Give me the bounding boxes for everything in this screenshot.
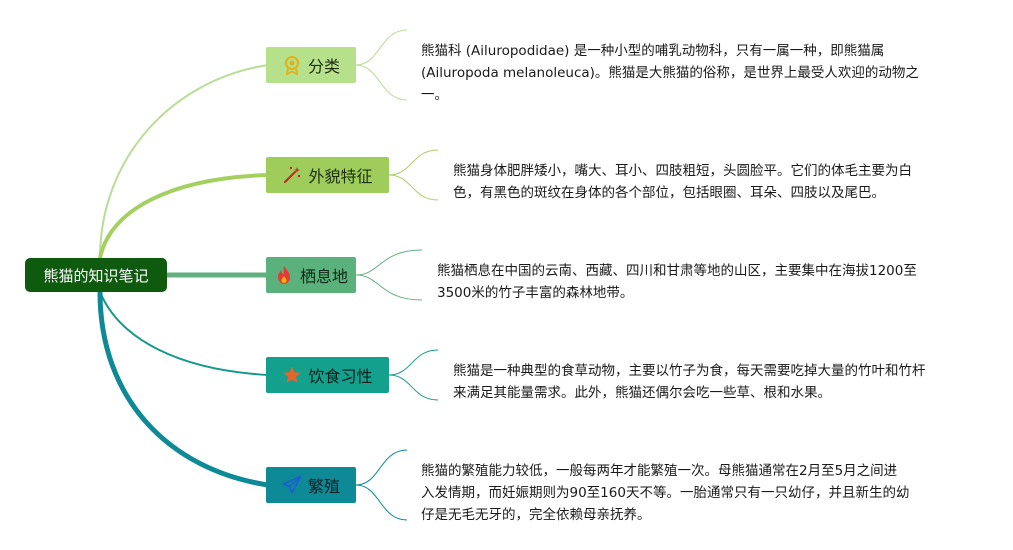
description-appearance: 熊猫身体肥胖矮小，嘴大、耳小、四肢粗短，头圆脸平。它们的体毛主要为白 色，有黑色… [453,160,953,204]
description-line: 熊猫身体肥胖矮小，嘴大、耳小、四肢粗短，头圆脸平。它们的体毛主要为白 [453,163,912,179]
connector-root-reproduction [97,291,269,488]
connector-reproduction-desc [355,449,408,521]
award-ribbon-icon [282,55,302,75]
description-line: 入发情期，而妊娠期则为90至160天不等。一胎通常只有一只幼仔，并且新生的幼 [421,485,910,501]
topic-label-habitat: 栖息地 [299,267,348,286]
description-classification: 熊猫科 (Ailuropodidae) 是一种小型的哺乳动物科，只有一属一种，即… [421,40,921,106]
connector-diet-desc [388,349,439,401]
topic-classification[interactable]: 分类 [266,47,356,83]
topic-diet[interactable]: 饮食习性 [266,357,389,393]
topic-reproduction[interactable]: 繁殖 [266,467,356,503]
description-line: 色，有黑色的斑纹在身体的各个部位，包括眼圈、耳朵、四肢以及尾巴。 [453,185,885,201]
description-line: 熊猫的繁殖能力较低，一般每两年才能繁殖一次。母熊猫通常在2月至5月之间进 [421,463,898,479]
connector-classification-desc [355,29,408,101]
description-habitat: 熊猫栖息在中国的云南、西藏、四川和甘肃等地的山区，主要集中在海拔1200至 35… [437,260,957,304]
topic-appearance[interactable]: 外貌特征 [266,157,389,193]
connector-appearance-desc [388,149,439,201]
description-line: 一。 [421,87,448,103]
description-diet: 熊猫是一种典型的食草动物，主要以竹子为食，每天需要吃掉大量的竹叶和竹杆 来满足其… [453,360,973,404]
connector-root-classification [99,64,269,259]
topic-label-reproduction: 繁殖 [307,477,340,496]
description-line: 熊猫栖息在中国的云南、西藏、四川和甘肃等地的山区，主要集中在海拔1200至 [437,263,917,279]
description-line: 仔是无毛无牙的，完全依赖母亲抚养。 [421,507,651,523]
description-line: 熊猫是一种典型的食草动物，主要以竹子为食，每天需要吃掉大量的竹叶和竹杆 [453,363,926,379]
root-node[interactable]: 熊猫的知识笔记 [25,258,167,292]
connector-root-diet [99,291,269,376]
flame-icon [274,265,294,285]
description-line: (Ailuropoda melanoleuca)。熊猫是大熊猫的俗称，是世界上最… [421,65,919,81]
description-line: 3500米的竹子丰富的森林地带。 [437,285,634,301]
connector-habitat-desc [355,249,423,301]
topic-label-appearance: 外貌特征 [308,167,373,186]
magic-wand-icon [282,165,302,185]
description-reproduction: 熊猫的繁殖能力较低，一般每两年才能繁殖一次。母熊猫通常在2月至5月之间进 入发情… [421,460,931,526]
topic-habitat[interactable]: 栖息地 [266,257,356,293]
star-icon [282,365,302,385]
root-label: 熊猫的知识笔记 [43,266,149,285]
connector-root-appearance [98,173,269,259]
description-line: 来满足其能量需求。此外，熊猫还偶尔会吃一些草、根和水果。 [453,385,831,401]
topic-label-diet: 饮食习性 [308,367,373,386]
topic-label-classification: 分类 [307,57,340,76]
paper-plane-icon [282,475,302,495]
description-line: 熊猫科 (Ailuropodidae) 是一种小型的哺乳动物科，只有一属一种，即… [421,43,885,59]
